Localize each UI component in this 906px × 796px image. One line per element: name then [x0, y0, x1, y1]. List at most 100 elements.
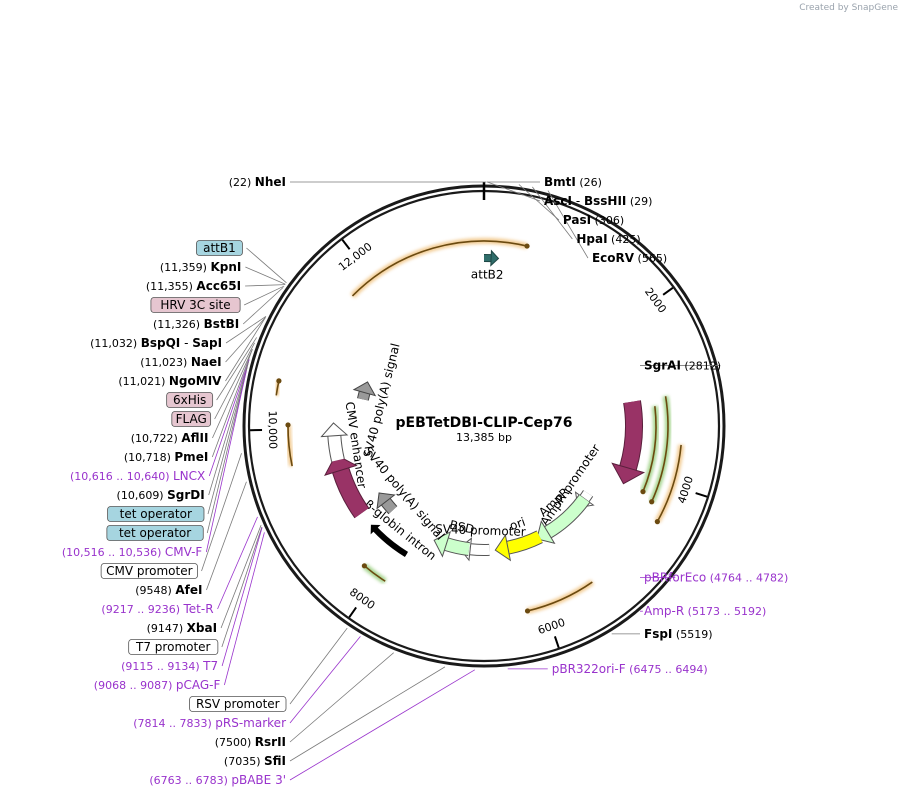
- site-label-boxwhite: CMV promoter: [100, 563, 198, 579]
- tick-label: 12,000: [336, 240, 375, 274]
- orf-arrowhead: [524, 608, 531, 614]
- feature-box-label: tet operator: [120, 507, 192, 521]
- feature-box: [150, 297, 241, 313]
- tick-mark: [553, 636, 560, 649]
- site-leader-line: [208, 359, 250, 477]
- primer-name: Amp-R: [644, 604, 684, 618]
- orf-arc: [650, 396, 669, 503]
- site-leader-line: [246, 247, 287, 284]
- site-leader-lines: [201, 181, 721, 781]
- enzyme-coord: (26): [576, 176, 602, 189]
- site-leader-line: [206, 481, 247, 591]
- enzyme-name: NaeI: [191, 355, 222, 369]
- svg-text:EcoRV (565): EcoRV (565): [592, 251, 667, 265]
- site-label-primer: (9217 .. 9236) Tet-R: [101, 602, 213, 616]
- primer-name: pBABE 3': [231, 773, 286, 787]
- svg-text:(7035) SfiI: (7035) SfiI: [224, 754, 286, 768]
- site-label-enzyme: (11,355) Acc65I: [146, 279, 241, 293]
- svg-text:AscI - BssHII (29): AscI - BssHII (29): [544, 194, 652, 208]
- feature-label: attB2: [471, 267, 504, 282]
- enzyme-name: AfeI: [175, 583, 202, 597]
- tick-mark: [348, 606, 357, 618]
- snapgene-credit: Created by SnapGene: [799, 3, 898, 13]
- orf-arrowhead: [361, 563, 367, 569]
- feature-marker: BSD: [433, 518, 476, 558]
- feature-box-label: tet operator: [119, 526, 191, 540]
- primer-coord: (6763 .. 6783): [149, 774, 231, 787]
- site-label-primer: (7814 .. 7833) pRS-marker: [133, 716, 286, 730]
- site-leader-line: [221, 527, 263, 667]
- site-leader-line: [225, 315, 267, 344]
- orf-glow: [526, 579, 595, 614]
- site-leader-line: [243, 285, 285, 306]
- enzyme-name: SgrAI: [644, 358, 681, 372]
- enzyme-name: XbaI: [187, 621, 217, 635]
- orf-arrowhead: [285, 422, 291, 428]
- site-leader-line: [212, 348, 253, 439]
- site-label-enzyme: FspI (5519): [644, 627, 712, 641]
- feature-label: BSD: [448, 518, 475, 537]
- enzyme-coord: (10,718): [124, 451, 175, 464]
- svg-text:(10,616 .. 10,640) LNCX: (10,616 .. 10,640) LNCX: [70, 469, 205, 483]
- svg-text:(11,355) Acc65I: (11,355) Acc65I: [146, 279, 241, 293]
- svg-text:(6763 .. 6783) pBABE 3': (6763 .. 6783) pBABE 3': [149, 773, 286, 787]
- site-label-primer: pBRforEco (4764 .. 4782): [644, 570, 788, 584]
- enzyme-name-2: BssHII: [584, 194, 626, 208]
- plasmid-center-label: pEBTetDBI-CLIP-Cep76 13,385 bp: [396, 415, 573, 444]
- svg-text:pBRforEco (4764 .. 4782): pBRforEco (4764 .. 4782): [644, 570, 788, 584]
- site-leader-line: [289, 636, 361, 724]
- enzyme-coord: (306): [591, 214, 624, 227]
- site-label-enzyme: (11,021) NgoMIV: [118, 374, 222, 388]
- site-label-enzyme: EcoRV (565): [592, 251, 667, 265]
- primer-coord: (6475 .. 6494): [626, 663, 708, 676]
- enzyme-coord: (22): [229, 176, 255, 189]
- enzyme-name: AflII: [181, 431, 208, 445]
- feature-box: [128, 639, 219, 655]
- enzyme-name: NheI: [255, 175, 286, 189]
- feature-box-label: CMV promoter: [106, 564, 193, 578]
- site-label-enzyme: (7500) RsrII: [215, 735, 286, 749]
- orf-arrowhead: [649, 499, 655, 505]
- tick-mark: [341, 239, 351, 250]
- primer-name: pBRforEco: [644, 570, 706, 584]
- enzyme-name: EcoRV: [592, 251, 635, 265]
- enzyme-coord: (11,023): [140, 356, 191, 369]
- svg-text:(10,718) PmeI: (10,718) PmeI: [124, 450, 208, 464]
- svg-text:(11,032) BspQI - SapI: (11,032) BspQI - SapI: [90, 336, 222, 350]
- feature-box-label: 6xHis: [173, 393, 206, 407]
- site-leader-line: [225, 317, 266, 382]
- enzyme-coord: (7035): [224, 755, 264, 768]
- feature-box-label: FLAG: [176, 412, 207, 426]
- svg-text:(9217 .. 9236) Tet-R: (9217 .. 9236) Tet-R: [101, 602, 213, 616]
- svg-text:(7814 .. 7833) pRS-marker: (7814 .. 7833) pRS-marker: [133, 716, 286, 730]
- site-label-primer: pBR322ori-F (6475 .. 6494): [552, 662, 708, 676]
- svg-text:(9068 .. 9087) pCAG-F: (9068 .. 9087) pCAG-F: [94, 678, 221, 692]
- enzyme-coord: (9548): [135, 584, 175, 597]
- feature-ori: ori: [494, 515, 543, 562]
- svg-text:(11,023) NaeI: (11,023) NaeI: [140, 355, 221, 369]
- feature-att: attB2: [471, 249, 504, 282]
- feature-box: [171, 411, 212, 427]
- feature-label: ori: [508, 515, 527, 533]
- site-label-boxpink: HRV 3C site: [150, 297, 241, 313]
- feature-box-label: RSV promoter: [196, 697, 280, 711]
- enzyme-name: PmeI: [174, 450, 208, 464]
- svg-text:HpaI (425): HpaI (425): [576, 232, 640, 246]
- enzyme-coord: (7500): [215, 736, 255, 749]
- svg-text:(11,021) NgoMIV: (11,021) NgoMIV: [118, 374, 222, 388]
- primer-name: pBR322ori-F: [552, 662, 626, 676]
- svg-text:pBR322ori-F (6475 .. 6494): pBR322ori-F (6475 .. 6494): [552, 662, 708, 676]
- orf-arc: [527, 581, 593, 612]
- primer-coord: (10,616 .. 10,640): [70, 470, 173, 483]
- site-leader-line: [224, 532, 265, 686]
- site-label-enzyme: (7035) SfiI: [224, 754, 286, 768]
- orf-arrowhead: [276, 378, 282, 384]
- enzyme-name: BspQI: [141, 336, 181, 350]
- tick-label: 10,000: [266, 410, 280, 449]
- site-leader-line: [245, 266, 286, 285]
- site-label-enzyme: AscI - BssHII (29): [544, 194, 652, 208]
- enzyme-name: PasI: [563, 213, 591, 227]
- site-leader-line: [532, 186, 573, 240]
- enzyme-name: HpaI: [576, 232, 607, 246]
